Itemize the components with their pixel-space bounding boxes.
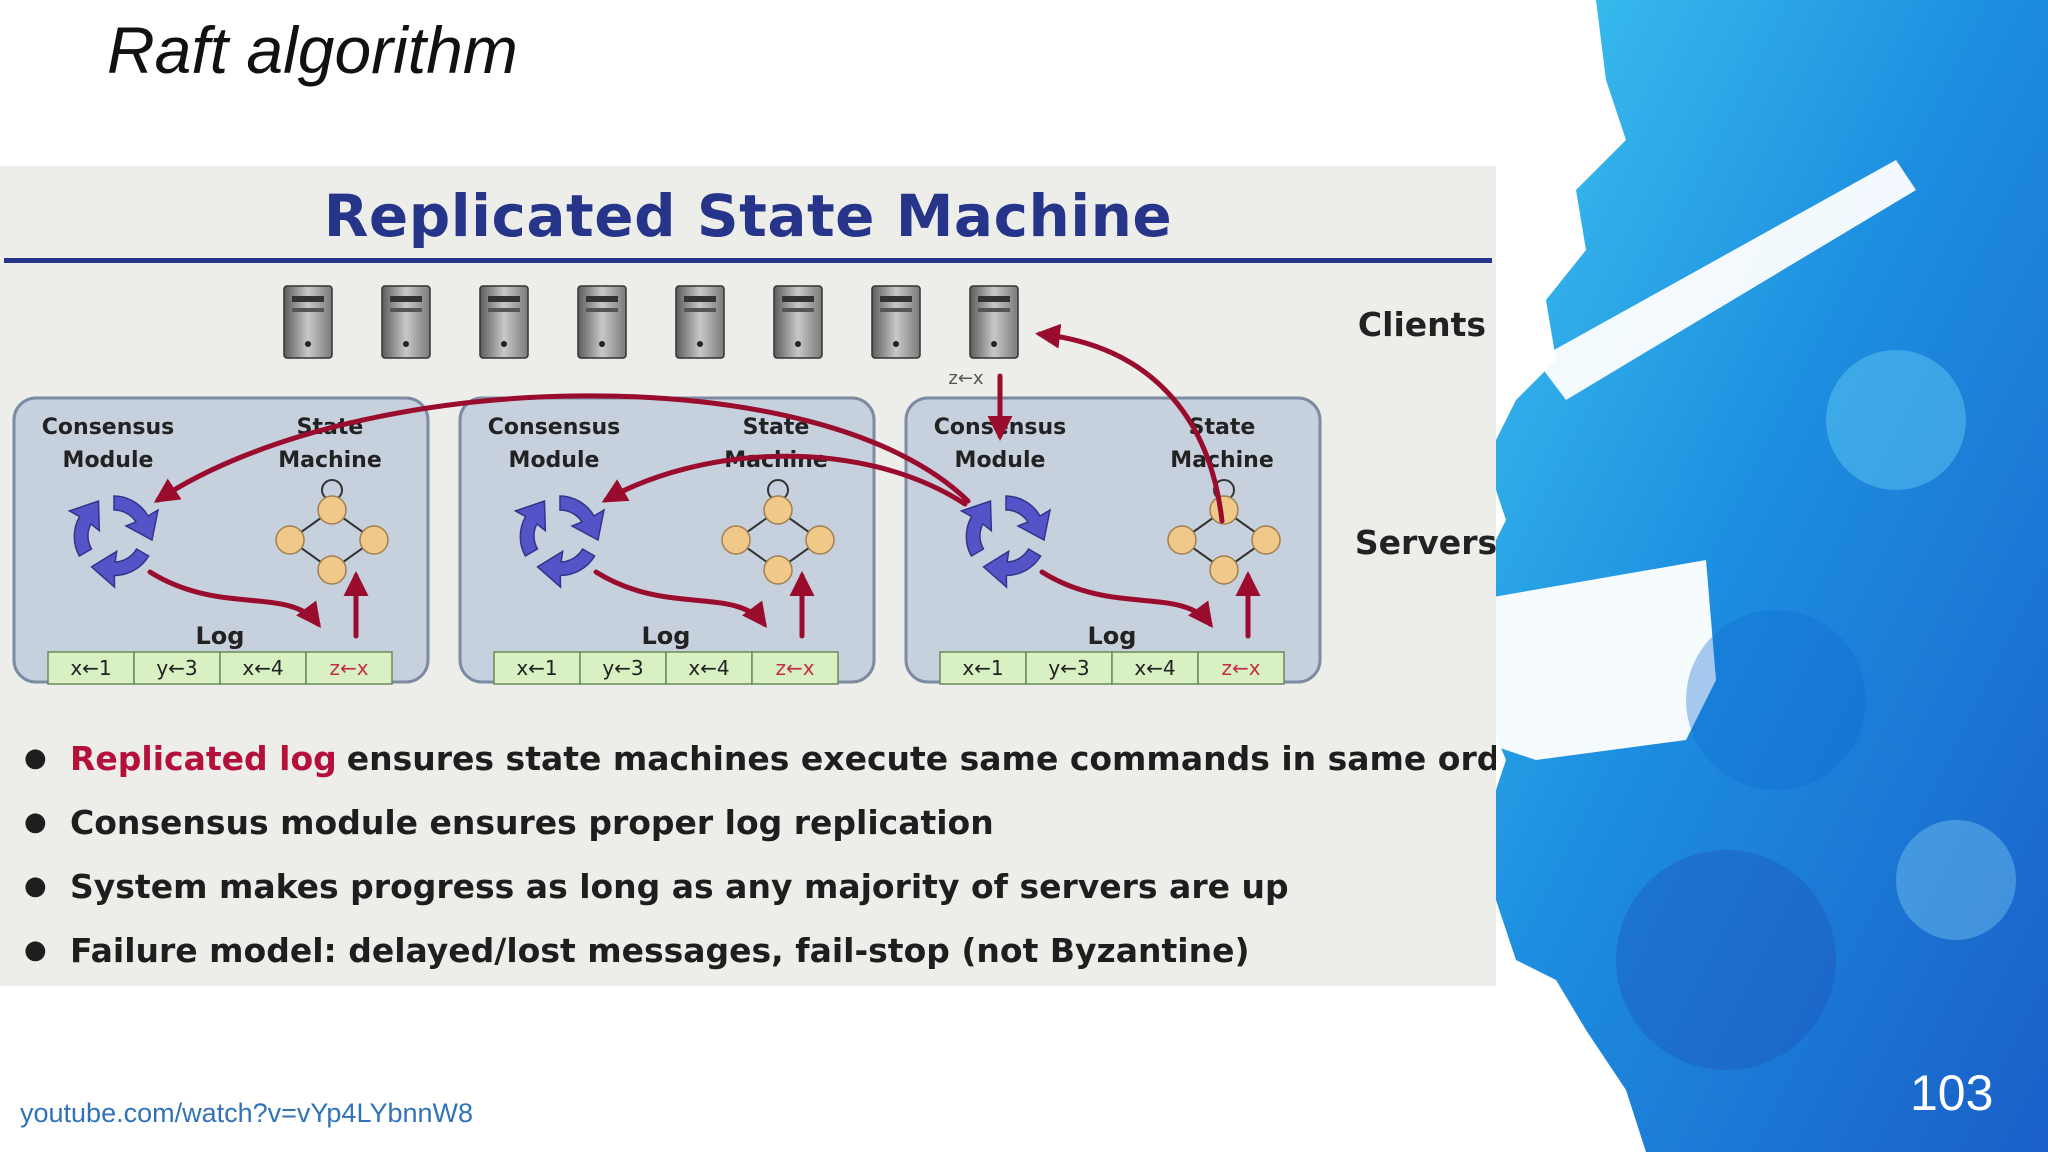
consensus-module-label: Module (955, 448, 1046, 473)
client-computer-icon (675, 285, 725, 359)
source-link[interactable]: youtube.com/watch?v=vYp4LYbnnW8 (20, 1098, 474, 1128)
consensus-cycle-icon (959, 495, 1052, 589)
consensus-cycle-icon (513, 495, 606, 589)
bullet-text: System makes progress as long as any maj… (70, 866, 1289, 906)
client-computer-icon (969, 285, 1019, 359)
log-cell (305, 651, 393, 685)
log-cell (493, 651, 581, 685)
servers-label: Servers (1355, 523, 1496, 562)
state-node (359, 525, 389, 555)
log-cell (579, 651, 667, 685)
consensus-module-label: Consensus (42, 415, 174, 440)
bullet-highlight: Replicated log (70, 738, 337, 778)
log-entry: z←x (775, 656, 814, 680)
consensus-module-label: Module (63, 448, 154, 473)
state-node (1209, 555, 1239, 585)
client-computer-icon (283, 285, 333, 359)
state-node (317, 495, 347, 525)
client-computer-icon (773, 285, 823, 359)
state-node (1251, 525, 1281, 555)
log-cell (939, 651, 1027, 685)
message-arrows (147, 323, 1261, 639)
log-entry: x←4 (242, 656, 283, 680)
client-computer-icon (871, 285, 921, 359)
log-label: Log (196, 622, 245, 650)
replicated-state-machine-figure: Replicated State Machine Clients Servers… (0, 166, 1496, 986)
state-node (317, 555, 347, 585)
log-entry: x←4 (688, 656, 729, 680)
state-node (275, 525, 305, 555)
append-arrow-server-1 (147, 569, 321, 629)
state-node (805, 525, 835, 555)
response-arrow (1035, 323, 1225, 524)
state-machine-label: Machine (278, 448, 382, 473)
slide-title: Raft algorithm (107, 13, 518, 87)
log-label: Log (642, 622, 691, 650)
clients-group (283, 285, 1019, 359)
log-cell (219, 651, 307, 685)
log-entry: x←4 (1134, 656, 1175, 680)
state-node (1167, 525, 1197, 555)
log-entry: z←x (1221, 656, 1260, 680)
watercolor-decoration (1476, 0, 2048, 1152)
log-cell (47, 651, 135, 685)
clients-label: Clients (1358, 305, 1486, 344)
bullet-item: ●Consensus module ensures proper log rep… (24, 802, 994, 842)
client-computer-icon (381, 285, 431, 359)
state-machine-label: Machine (1170, 448, 1274, 473)
bullet-item: ●Failure model: delayed/lost messages, f… (24, 930, 1250, 970)
client-computer-icon (577, 285, 627, 359)
log-entry: y←3 (1048, 656, 1089, 680)
log-entry: y←3 (602, 656, 643, 680)
bullet-text: ensures state machines execute same comm… (346, 738, 1496, 778)
rsm-diagram: Clients Servers ConsensusModuleStateMach… (12, 285, 1496, 685)
bullet-text: Consensus module ensures proper log repl… (70, 802, 994, 842)
bullet-text: Failure model: delayed/lost messages, fa… (70, 930, 1250, 970)
log-cell (1197, 651, 1285, 685)
replicate-arrow-server-1 (153, 393, 971, 504)
state-node (721, 525, 751, 555)
log-cell (1025, 651, 1113, 685)
bullet-item: ●System makes progress as long as any ma… (24, 866, 1289, 906)
state-machine-icon (275, 479, 389, 585)
client-computer-icon (479, 285, 529, 359)
consensus-module-label: Consensus (488, 415, 620, 440)
state-node (763, 555, 793, 585)
replicate-arrow-server-2 (601, 453, 968, 507)
log-entry: x←1 (962, 656, 1003, 680)
log-entry: z←x (329, 656, 368, 680)
consensus-module-label: Module (509, 448, 600, 473)
request-command-label: z←x (948, 368, 984, 389)
append-arrow-server-3 (1039, 569, 1213, 629)
state-node (763, 495, 793, 525)
consensus-cycle-icon (67, 495, 160, 589)
log-entry: y←3 (156, 656, 197, 680)
figure-title: Replicated State Machine (323, 182, 1173, 250)
page-number: 103 (1910, 1065, 1994, 1121)
log-cell (751, 651, 839, 685)
append-arrow-server-2 (593, 569, 767, 629)
title-rule (4, 258, 1492, 263)
log-entry: x←1 (516, 656, 557, 680)
log-cell (133, 651, 221, 685)
state-machine-icon (721, 479, 835, 585)
log-entry: x←1 (70, 656, 111, 680)
log-label: Log (1088, 622, 1137, 650)
